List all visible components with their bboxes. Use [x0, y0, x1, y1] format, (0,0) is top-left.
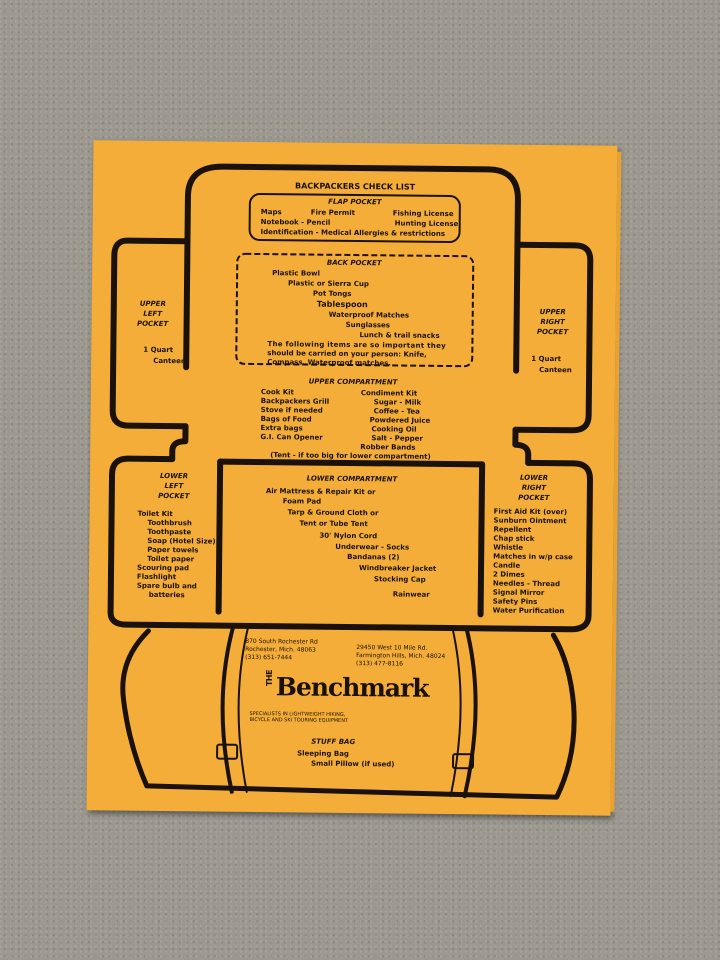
lower-right-item: First Aid Kit (over): [493, 507, 568, 517]
upper-left-col-item: Stove if needed: [260, 406, 323, 415]
lower-item: Stocking Cap: [373, 575, 426, 584]
lower-item: Windbreaker Jacket: [359, 564, 437, 573]
checklist-sheet: BACKPACKERS CHECK LIST FLAP POCKET Maps …: [86, 140, 622, 816]
back-item: Pot Tongs: [312, 289, 352, 298]
upper-left-col-item: Backpackers Grill: [260, 397, 330, 406]
upper-left-col-item: G.I. Can Opener: [260, 433, 323, 442]
lower-right-item: Chap stick: [493, 534, 535, 543]
store-logo: Benchmark: [275, 672, 429, 703]
lower-left-item: Toothbrush: [147, 518, 192, 528]
lower-right-item: Whistle: [493, 543, 524, 552]
lower-right-item: Candle: [493, 561, 521, 570]
lower-right-item: Needles - Thread: [492, 579, 561, 589]
store-address-2: 29450 West 10 Mile Rd.: [356, 644, 428, 652]
upper-right-heading: UPPER: [539, 307, 566, 317]
lower-item: Foam Pad: [282, 497, 322, 506]
lower-left-item: Flashlight: [136, 572, 177, 582]
upper-left-col-item: Cook Kit: [260, 388, 294, 397]
lower-right-item: Signal Mirror: [492, 588, 545, 598]
lower-item: Underwear - Socks: [335, 542, 410, 552]
lower-item: Tent or Tube Tent: [299, 519, 368, 529]
back-item: Waterproof Matches: [328, 310, 410, 320]
lower-right-item: 2 Dimes: [492, 570, 525, 579]
upper-right-heading: POCKET: [536, 327, 569, 337]
upper-left-heading: LEFT: [143, 309, 163, 319]
store-address-1: (313) 651-7444: [245, 653, 293, 662]
lower-right-heading: LOWER: [519, 473, 549, 483]
condiment-item: Salt - Pepper: [371, 434, 423, 443]
condiment-kit-heading: Condiment Kit: [360, 389, 418, 398]
condiment-item: Sugar - Milk: [373, 398, 422, 407]
lower-left-item: Toilet paper: [147, 554, 195, 564]
upper-right-heading: RIGHT: [540, 317, 565, 327]
rubber-bands: Robber Bands: [360, 443, 416, 452]
lower-left-item: Toilet Kit: [137, 509, 173, 519]
condiment-item: Powdered Juice: [369, 416, 431, 425]
flap-item: Maps: [260, 208, 282, 217]
back-item: Lunch & trail snacks: [359, 331, 440, 340]
back-item: Sunglasses: [345, 320, 391, 330]
store-address-2: Farmington Hills, Mich. 48024: [356, 652, 446, 660]
lower-left-heading: LEFT: [164, 482, 184, 491]
condiment-item: Coffee - Tea: [373, 407, 420, 416]
lower-left-item: Paper towels: [147, 545, 199, 555]
stuff-bag-item: Sleeping Bag: [297, 749, 350, 758]
lower-right-item: Sunburn Ointment: [493, 516, 567, 526]
lower-left-item: Soap (Hotel Size): [147, 536, 216, 546]
back-item: Plastic Bowl: [272, 269, 320, 278]
lower-right-heading: POCKET: [518, 493, 550, 503]
lower-right-item: Repellent: [493, 525, 532, 534]
back-item: Tablespoon: [316, 299, 368, 310]
upper-right-item: 1 Quart: [531, 354, 562, 364]
flap-item: Hunting License: [394, 219, 459, 229]
lower-item: Rainwear: [392, 590, 430, 599]
upper-left-col-item: Extra bags: [260, 424, 303, 433]
flap-item: Fishing License: [392, 209, 454, 219]
lower-left-item: Toothpaste: [147, 527, 192, 537]
lower-right-item: Safety Pins: [492, 597, 538, 606]
store-address-1: Rochester, Mich. 48063: [245, 645, 316, 654]
lower-item: Bandanas (2): [347, 552, 400, 562]
lower-item: Tarp & Ground Cloth or: [287, 508, 379, 518]
upper-right-item: Canteen: [539, 365, 572, 375]
stuff-bag-heading: STUFF BAG: [311, 737, 356, 747]
logo-prefix: THE: [264, 669, 274, 687]
store-address-1: 870 South Rochester Rd: [245, 637, 318, 646]
lower-right-heading: RIGHT: [521, 483, 547, 493]
back-item: Plastic or Sierra Cup: [287, 279, 369, 289]
lower-left-item: Spare bulb and: [136, 581, 197, 591]
lower-left-heading: POCKET: [158, 491, 190, 501]
upper-left-col-item: Bags of Food: [260, 415, 312, 424]
lower-item: Air Mattress & Repair Kit or: [265, 487, 376, 497]
store-address-2: (313) 477-8116: [356, 660, 404, 668]
store-tagline: BICYCLE AND SKI TOURING EQUIPMENT: [249, 716, 349, 724]
lower-left-item: Scouring pad: [137, 563, 190, 573]
upper-left-item: 1 Quart: [143, 345, 174, 355]
upper-left-heading: POCKET: [136, 319, 169, 329]
back-note: Compass, Waterproof matches.: [267, 358, 392, 368]
backpack-outline: [107, 163, 594, 800]
lower-right-item: Matches in w/p case: [493, 552, 573, 562]
lower-item: 30' Nylon Cord: [319, 531, 378, 541]
upper-left-heading: UPPER: [139, 299, 166, 309]
flap-item: Notebook - Pencil: [260, 218, 331, 227]
stuff-bag-item: Small Pillow (if used): [310, 759, 395, 769]
lower-left-item: batteries: [148, 590, 185, 600]
condiment-item: Cooking Oil: [371, 425, 417, 434]
lower-right-item: Water Purification: [492, 606, 565, 616]
flap-item: Fire Permit: [310, 208, 356, 218]
upper-left-item: Canteen: [153, 356, 186, 366]
